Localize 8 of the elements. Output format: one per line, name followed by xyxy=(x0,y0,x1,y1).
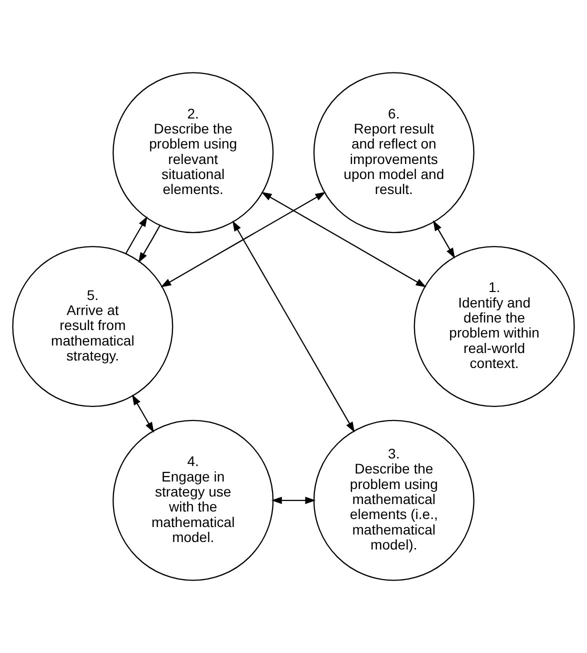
arrow xyxy=(232,220,355,432)
arrow xyxy=(138,225,160,263)
arrow xyxy=(132,394,154,433)
arrow xyxy=(261,192,426,288)
arrow xyxy=(125,216,148,254)
arrow xyxy=(432,220,456,258)
arrow xyxy=(160,192,326,288)
arrow xyxy=(271,496,316,504)
